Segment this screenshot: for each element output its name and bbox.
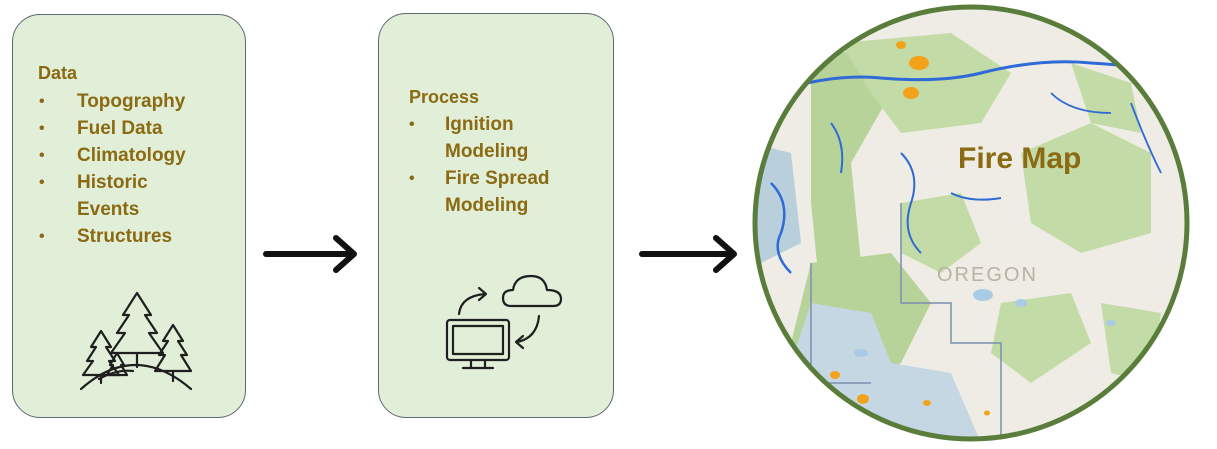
data-item: •Historic Events [39,172,148,220]
data-item: •Fuel Data [39,118,163,139]
state-label: OREGON [937,264,1038,286]
trees-icon [79,291,193,391]
process-heading: Process [409,87,480,107]
data-item: •Topography [39,91,186,112]
map-title: Fire Map [958,142,1082,175]
data-box: Data •Topography •Fuel Data •Climatology… [12,14,246,418]
data-item: •Climatology [39,145,186,166]
computer-cloud-sync-icon [445,274,563,370]
data-heading: Data [38,63,78,83]
arrow-right-icon [639,235,737,273]
data-list: •Topography •Fuel Data •Climatology •His… [39,88,244,250]
fire-map-circle: OREGON [752,4,1190,442]
process-list: •Ignition Modeling •Fire Spread Modeling [409,111,609,219]
process-item: •Ignition Modeling [409,114,529,162]
data-item: •Structures [39,226,173,247]
process-item: •Fire Spread Modeling [409,168,550,216]
process-box: Process •Ignition Modeling •Fire Spread … [378,13,614,418]
arrow-right-icon [263,235,357,273]
